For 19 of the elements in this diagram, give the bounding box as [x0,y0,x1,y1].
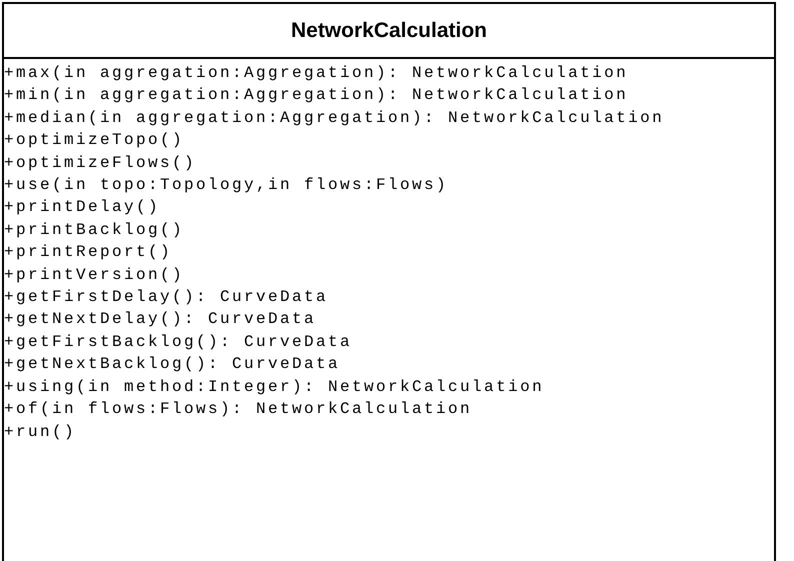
method-signature: +getFirstDelay(): CurveData [4,287,328,308]
method-signature: +use(in topo:Topology,in flows:Flows) [4,175,448,196]
method-signature: +min(in aggregation:Aggregation): NetworkCalculation [4,85,628,106]
method-signature: +printBacklog() [4,220,184,241]
method-signature: +optimizeTopo() [4,130,184,152]
method-signature: +run() [4,422,76,442]
method-signature: +printReport() [4,242,172,264]
method-signature: +optimizeFlows() [4,152,196,174]
class-box [2,2,776,561]
method-signature: +getFirstBacklog(): CurveData [4,332,352,353]
method-signature: +using(in method:Integer): NetworkCalculation [4,376,544,398]
method-signature: +printVersion() [4,264,184,286]
method-signature: +max(in aggregation:Aggregation): NetworkCalculation [4,63,628,84]
method-signature: +getNextDelay(): CurveData [4,309,316,330]
class-name: NetworkCalculation [4,4,774,59]
method-signature: +getNextBacklog(): CurveData [4,354,340,376]
method-signature: +median(in aggregation:Aggregation): NetworkCalculation [4,108,664,129]
method-signature: +of(in flows:Flows): NetworkCalculation [4,399,472,420]
method-signature: +printDelay() [4,197,160,218]
